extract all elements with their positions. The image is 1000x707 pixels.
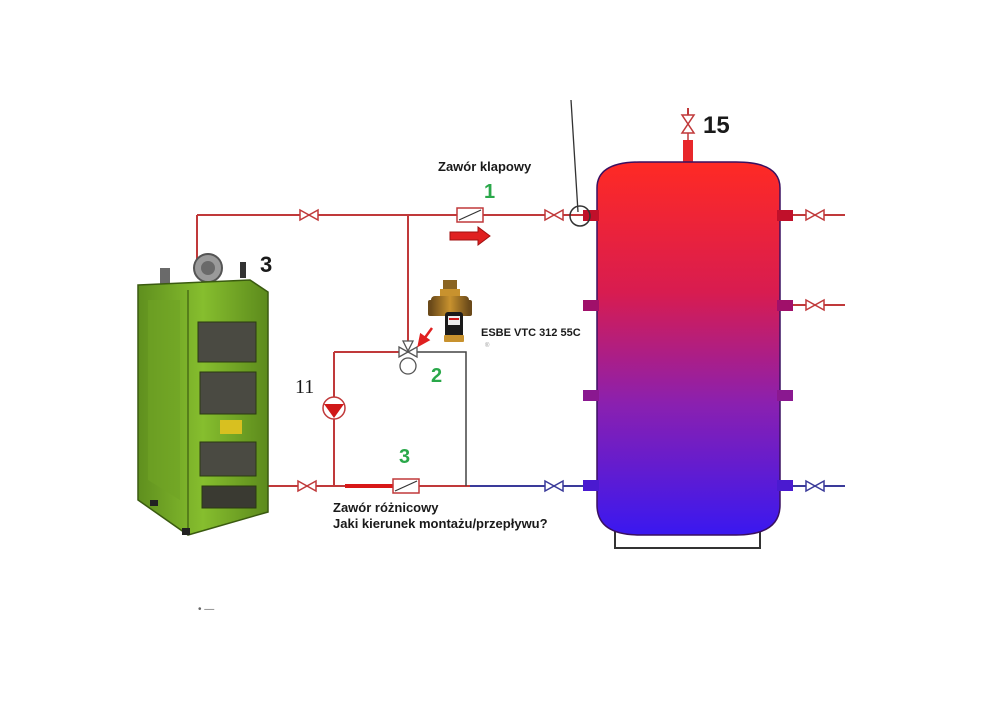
pump-icon	[322, 396, 346, 420]
gate-valve-icon	[299, 208, 319, 222]
gate-valve-icon	[805, 479, 825, 493]
bypass-loop-pipe	[333, 351, 400, 485]
esbe-valve-image	[428, 280, 472, 342]
vent-number-15: 15	[703, 112, 730, 139]
differential-valve-question: Jaki kierunek montażu/przepływu?	[333, 516, 548, 531]
three-way-valve-icon	[398, 340, 418, 359]
gate-valve-icon	[544, 479, 564, 493]
gate-valve-icon	[805, 298, 825, 312]
flap-check-valve-icon	[456, 207, 484, 223]
stray-mark: • —	[198, 604, 214, 615]
boiler-number-3: 3	[260, 252, 272, 277]
air-vent-valve-icon	[680, 108, 696, 140]
tank-inlet-highlight	[569, 205, 591, 227]
buffer-tank	[583, 140, 793, 549]
valve-number-3: 3	[399, 446, 410, 468]
mixing-valve-return-line	[416, 351, 467, 486]
differential-valve-title: Zawór różnicowy	[333, 500, 439, 515]
valve-number-1: 1	[484, 181, 495, 203]
gate-valve-icon	[544, 208, 564, 222]
flow-arrow-icon	[449, 226, 491, 246]
pump-number-11: 11	[295, 376, 314, 398]
valve-actuator-icon	[399, 357, 417, 375]
gate-valve-icon	[805, 208, 825, 222]
vent-wire	[570, 99, 579, 213]
valve-number-2: 2	[431, 365, 442, 387]
differential-check-valve-icon	[392, 478, 420, 494]
flap-valve-title: Zawór klapowy	[438, 159, 532, 174]
pointer-arrow-icon	[417, 327, 434, 348]
esbe-valve-label: ESBE VTC 312 55C	[481, 327, 581, 339]
gate-valve-icon	[297, 479, 317, 493]
solid-fuel-boiler	[137, 253, 269, 536]
esbe-registered-mark: ®	[485, 342, 490, 349]
